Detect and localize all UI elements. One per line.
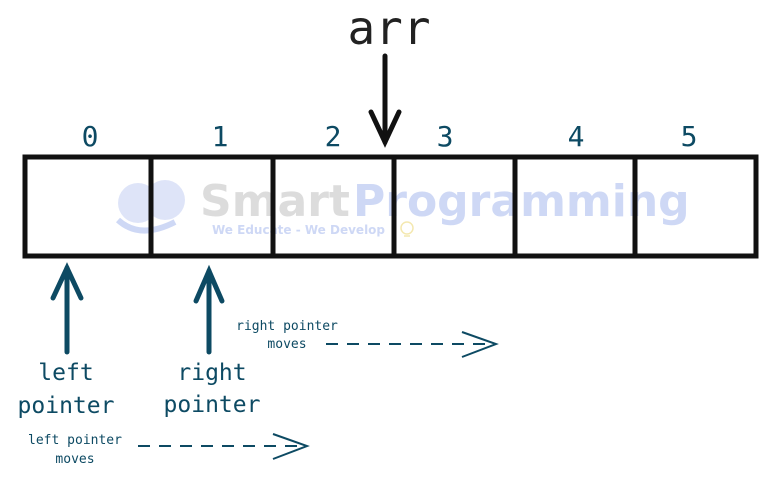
right-pointer-move-arrow <box>326 331 499 358</box>
left-pointer-note-line2: moves <box>55 452 94 467</box>
left-pointer-arrow <box>50 262 84 355</box>
watermark-logo-icon <box>115 180 185 234</box>
right-pointer-note-line2: moves <box>267 337 306 352</box>
index-label-2: 2 <box>325 120 342 153</box>
index-label-5: 5 <box>681 120 698 153</box>
right-pointer-note-line1: right pointer <box>236 319 338 334</box>
array-cells <box>22 154 759 259</box>
right-pointer-arrow <box>193 264 225 355</box>
bulb-icon <box>400 221 414 237</box>
array-cell-5 <box>632 154 759 259</box>
watermark-tagline: We Educate - We Develop <box>212 223 385 237</box>
right-pointer-label-line2: pointer <box>164 392 261 418</box>
left-pointer-move-arrow <box>138 433 310 460</box>
watermark: Smart Programming We Educate - We Develo… <box>115 176 690 237</box>
index-label-4: 4 <box>568 120 585 153</box>
right-pointer-label-line1: right <box>177 360 246 386</box>
left-pointer-label-line2: pointer <box>18 393 115 419</box>
index-label-0: 0 <box>82 120 99 153</box>
watermark-name-part2: Programming <box>353 176 690 227</box>
index-label-1: 1 <box>212 120 229 153</box>
index-label-3: 3 <box>437 120 454 153</box>
title-arrow <box>368 53 402 148</box>
array-title: arr <box>347 1 430 55</box>
left-pointer-label-line1: left <box>38 360 93 386</box>
left-pointer-note-line1: left pointer <box>28 433 122 448</box>
